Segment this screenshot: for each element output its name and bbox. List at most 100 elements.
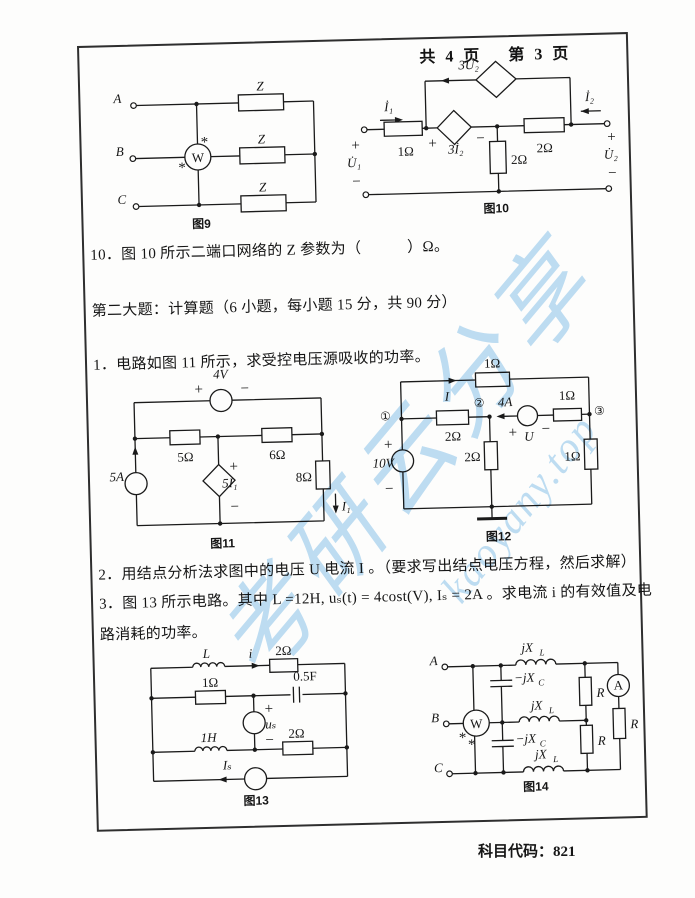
polarity-star-1: *	[459, 730, 467, 746]
i1-arrow	[332, 505, 339, 514]
fig9-caption: 图9	[192, 217, 211, 231]
resistor-1ohm-right	[583, 438, 599, 470]
resistor-1ohm	[383, 120, 424, 137]
z3-label: Z	[259, 179, 267, 194]
wattmeter	[462, 709, 490, 737]
r8-label: 8Ω	[296, 469, 313, 484]
svg-text:−: −	[385, 481, 394, 497]
svg-text:C: C	[538, 677, 545, 687]
wattmeter-label: W	[470, 716, 483, 731]
current-source-5a	[124, 471, 148, 496]
u2-label: U̇₂	[604, 146, 619, 161]
jxl-a-label: jX	[519, 640, 534, 655]
r1-right-label: 1Ω	[564, 448, 581, 463]
r2ohm-shunt-label: 2Ω	[511, 152, 528, 167]
fig9-wires	[135, 100, 317, 208]
svg-text:−: −	[265, 732, 274, 748]
i2-arrow	[580, 108, 589, 115]
dependent-source-5i1	[202, 463, 236, 498]
svg-text:+: +	[384, 437, 393, 453]
ammeter-label: A	[613, 677, 623, 692]
svg-text:−: −	[541, 421, 550, 437]
impedance-z3	[240, 194, 287, 213]
svg-text:+: +	[194, 382, 203, 398]
resistor-6ohm	[261, 427, 293, 444]
port1-top-terminal	[360, 126, 368, 134]
resistor-5ohm	[169, 429, 201, 446]
z1-label: Z	[256, 78, 264, 93]
resistor-2ohm-bottom	[282, 740, 314, 756]
polarity-star-2: *	[468, 737, 476, 753]
c-label: 0.5F	[293, 668, 317, 684]
a5-label: 5A	[109, 469, 124, 484]
port2-bottom-terminal	[605, 185, 613, 192]
terminal-a	[130, 102, 137, 109]
resistor-1ohm-top	[474, 371, 511, 388]
i-arrow	[448, 377, 457, 384]
terminal-c	[132, 203, 140, 210]
phase-c-label: C	[434, 760, 443, 775]
l-label: L	[202, 646, 211, 661]
svg-text:C: C	[540, 738, 547, 748]
svg-text:−: −	[230, 499, 239, 515]
r2ohm-series-label: 2Ω	[536, 140, 553, 155]
r1-label: R	[595, 685, 604, 700]
node-3-label: ③	[594, 404, 605, 418]
page-border-frame: 共 4 页 第 3 页 W A B C Z Z Z * *	[77, 32, 652, 832]
svg-text:L: L	[552, 754, 558, 764]
r1ohm-label: 1Ω	[397, 144, 414, 159]
figure-10-two-port-network: 3U̇₂ İ₁ İ₂ 1Ω + 3İ₂ − 2Ω 2Ω + U̇₁ − + U̇…	[347, 57, 619, 216]
figure-9-three-phase-wattmeter-circuit: W A B C Z Z Z * * 图9	[112, 78, 318, 231]
is-arrow	[218, 776, 227, 783]
resistor-r2	[579, 724, 594, 755]
jxl-c-label: jX	[533, 746, 548, 761]
figure-12-node-analysis-circuit: 1Ω I ① ② 4A ③ 2Ω + U − 1Ω 2Ω 1Ω + 10V − …	[372, 355, 605, 543]
phase-a-label: A	[429, 653, 438, 668]
r6-label: 6Ω	[269, 447, 286, 462]
phase-b-label: B	[116, 144, 124, 159]
dependent-source-3u2	[475, 60, 517, 99]
fig12-wires	[399, 376, 593, 518]
resistor-1ohm-mid	[552, 407, 583, 422]
jxl-b-label: jX	[529, 697, 544, 712]
terminal-b	[129, 155, 137, 163]
u-label: U	[524, 429, 535, 444]
resistor-2ohm-top	[268, 657, 299, 673]
is-label: Iₛ	[222, 757, 232, 772]
ammeter	[606, 673, 631, 698]
u1-label: U̇₁	[347, 155, 361, 170]
jxc-2-label: −jX	[515, 731, 537, 747]
r2-shunt-label: 2Ω	[464, 449, 481, 464]
current-source-4a	[516, 405, 539, 427]
us-label: uₛ	[265, 716, 276, 731]
figure-14-three-phase-reactance-circuit: W A A B C jX L jX L jX L −jX C −jX C R R…	[429, 640, 639, 794]
fig13-wires	[150, 661, 349, 787]
jxc-1-label: −jX	[514, 670, 536, 686]
r2-top-label: 2Ω	[275, 643, 292, 658]
i2-label: İ₂	[584, 89, 595, 104]
fig10-caption: 图10	[483, 201, 509, 216]
r2-label: R	[597, 733, 606, 748]
wattmeter	[184, 143, 212, 171]
svg-text:+: +	[428, 136, 437, 152]
l1h-label: 1H	[200, 730, 217, 745]
r2-left-label: 2Ω	[445, 428, 462, 443]
voltage-source-10v	[390, 449, 415, 473]
r1-top-label: 1Ω	[484, 355, 501, 370]
svg-text:−: −	[240, 381, 249, 397]
top-branch-arrow	[440, 77, 450, 84]
resistor-r3	[612, 707, 627, 740]
svg-text:−: −	[352, 174, 361, 190]
question-10: 10．图 10 所示二端口网络的 Z 参数为（ ）Ω。	[90, 238, 450, 264]
ctrl-mid-label: 3İ₂	[447, 141, 464, 156]
resistor-2ohm-left	[435, 409, 470, 426]
polarity-star-top: *	[201, 135, 209, 151]
svg-text:+: +	[508, 425, 517, 441]
i1-label: İ₁	[383, 99, 393, 114]
phase-a-label: A	[112, 91, 121, 106]
resistor-2ohm-series	[523, 117, 565, 134]
svg-text:+: +	[264, 701, 273, 717]
figure-13-ac-circuit: L i 2Ω 1Ω 0.5F + uₛ − 1H 2Ω Iₛ 图13	[149, 643, 350, 808]
terminal-c	[446, 770, 453, 778]
5a-arrow	[132, 446, 139, 455]
